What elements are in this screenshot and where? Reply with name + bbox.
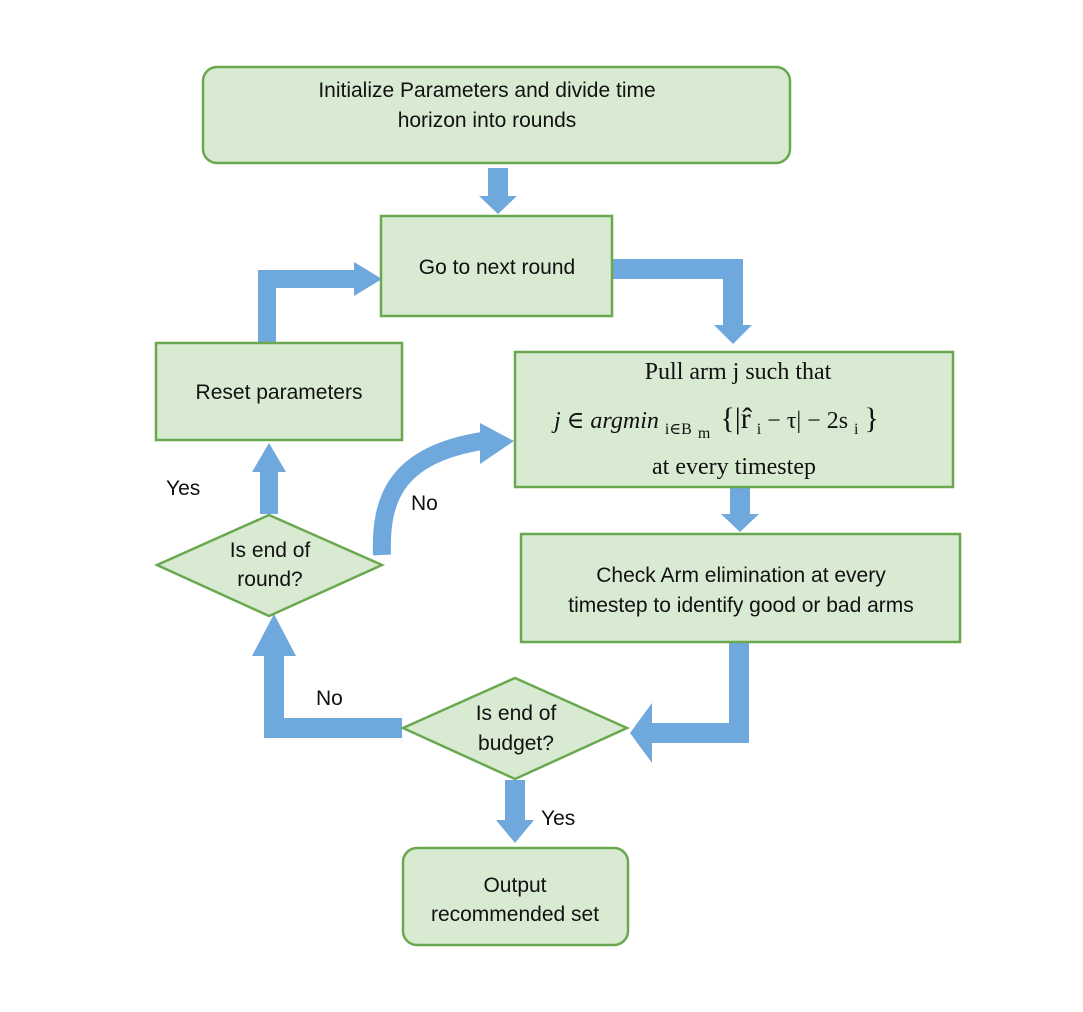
arrow-init-to-next-round [479,168,517,214]
node-initialize-line2: horizon into rounds [398,109,577,132]
node-end-budget-line1: Is end of [476,702,557,725]
node-next-round-label: Go to next round [419,256,575,279]
arrow-pull-arm-to-check [721,488,759,532]
formula-subsub: m [698,425,711,442]
label-budget-yes: Yes [541,807,575,830]
formula-rest: − τ| − 2s [767,408,848,434]
formula-body: {|r̂ [720,402,752,435]
formula-close: } [864,402,878,435]
node-initialize-line1: Initialize Parameters and divide time [318,79,655,102]
node-check-line1: Check Arm elimination at every [596,564,886,587]
formula-lhs: j ∈ argmin [551,408,659,434]
node-pull-arm-line1: Pull arm j such that [645,359,832,385]
node-end-budget-line2: budget? [478,732,554,755]
node-end-round-line1: Is end of [230,539,311,562]
arrow-next-round-to-pull-arm [613,259,752,344]
node-pull-arm-formula: j ∈ argmin i∈B m {|r̂ i − τ| − 2s i } [551,402,879,444]
arrow-round-yes-to-reset [252,443,286,514]
arrow-budget-no-to-round [252,614,402,738]
node-reset-label: Reset parameters [196,381,363,404]
node-check-line2: timestep to identify good or bad arms [568,594,914,617]
formula-i: i [757,421,762,438]
node-output-line1: Output [483,874,546,897]
formula-sub: i∈B [665,421,692,438]
node-end-round: Is end of round? [153,513,386,618]
node-check-elimination: Check Arm elimination at every timestep … [519,532,962,644]
node-end-round-line2: round? [237,568,302,591]
arrow-reset-to-next-round [258,262,382,342]
node-reset: Reset parameters [154,341,404,442]
node-output: Output recommended set [401,846,630,947]
node-pull-arm: Pull arm j such that j ∈ argmin i∈B m {|… [513,350,955,489]
label-budget-no: No [316,687,343,710]
arrow-budget-yes-to-output [496,780,534,843]
node-output-line2: recommended set [431,903,599,926]
label-round-yes: Yes [166,477,200,500]
formula-i2: i [854,421,859,438]
node-initialize: Initialize Parameters and divide time ho… [201,65,792,165]
node-end-budget: Is end of budget? [399,676,631,781]
arrow-round-no-to-pull-arm [372,423,514,556]
node-next-round: Go to next round [379,214,614,318]
label-round-no: No [411,492,438,515]
arrow-check-to-budget [630,643,749,763]
node-pull-arm-line3: at every timestep [652,454,816,480]
arrows [252,168,759,843]
